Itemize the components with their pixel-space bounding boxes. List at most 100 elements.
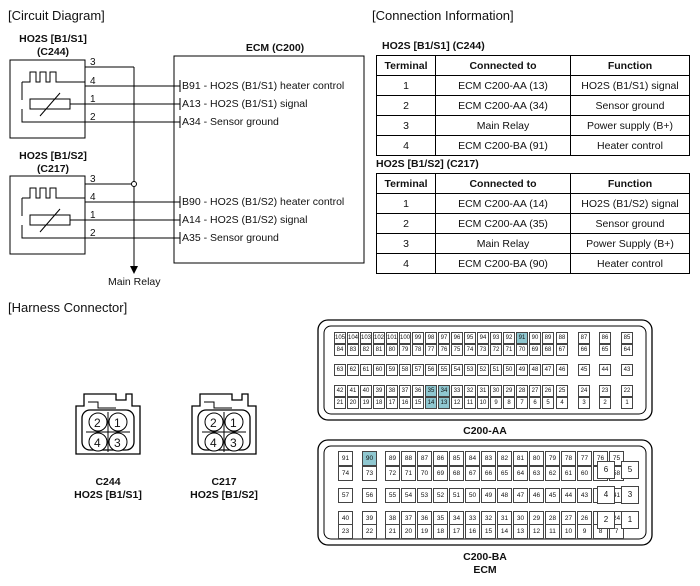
pin-cell: 25 — [556, 385, 568, 397]
pin-cell: 55 — [385, 488, 400, 503]
connection-table-1: Terminal Connected to Function 1 ECM C20… — [376, 55, 690, 156]
s2-pin-2: 2 — [90, 228, 96, 239]
pin-cell: 35 — [425, 385, 437, 397]
pin-cell: 8 — [503, 397, 515, 409]
pin-group: 4 — [556, 397, 568, 409]
pin-cell: 62 — [545, 466, 560, 481]
pin-cell: 44 — [561, 488, 576, 503]
pin-cell: 87 — [417, 451, 432, 466]
pin-cell: 37 — [401, 511, 416, 526]
pin-cell: 79 — [399, 344, 411, 356]
pin-cell: 16 — [465, 524, 480, 539]
pin-cell: 71 — [503, 344, 515, 356]
pin-cell: 97 — [438, 332, 450, 344]
pin-cell: 50 — [503, 364, 515, 376]
pin-cell: 54 — [401, 488, 416, 503]
pin-cell: 81 — [513, 451, 528, 466]
pin-cell: 61 — [360, 364, 372, 376]
pin-cell: 48 — [497, 488, 512, 503]
pin-cell: 74 — [464, 344, 476, 356]
harness-connector-heading: [Harness Connector] — [8, 300, 128, 315]
pin-group: 22 — [621, 385, 633, 397]
pin-cell: 12 — [451, 397, 463, 409]
sensor2-name: HO2S [B1/S2] — [19, 150, 87, 162]
c244-pin: 4 — [94, 436, 101, 450]
c200-ba-code: C200-BA — [463, 551, 507, 563]
s1-pin-4: 4 — [90, 76, 96, 87]
table2-caption: HO2S [B1/S2] (C217) — [376, 158, 479, 170]
pin-group: 2 — [599, 397, 611, 409]
pin-cell: 4 — [556, 397, 568, 409]
table-row: 1 ECM C200-AA (13) HO2S (B1/S1) signal — [376, 75, 690, 96]
pin-cell: 40 — [338, 511, 353, 526]
pin-cell: 55 — [438, 364, 450, 376]
pin-cell: 6 — [597, 461, 615, 479]
ecm-caption: ECM — [473, 564, 497, 576]
connector-c244 — [75, 393, 141, 455]
pin-group: 46 — [556, 364, 568, 376]
table-cell: Main Relay — [435, 115, 571, 136]
table-row: 4 ECM C200-BA (90) Heater control — [376, 253, 690, 274]
pin-cell: 74 — [338, 466, 353, 481]
pin-cell: 80 — [529, 451, 544, 466]
table-cell: Heater control — [570, 135, 690, 156]
pin-group: 40 — [338, 511, 353, 526]
pin-cell: 77 — [577, 451, 592, 466]
pin-cell: 26 — [542, 385, 554, 397]
pin-cell: 13 — [438, 397, 450, 409]
pin-group: 88 — [556, 332, 568, 344]
pin-cell: 65 — [497, 466, 512, 481]
pin-cell: 32 — [464, 385, 476, 397]
s2-pin-1: 1 — [90, 210, 96, 221]
pin-cell: 102 — [373, 332, 385, 344]
pin-cell: 60 — [577, 466, 592, 481]
pin-cell: 96 — [451, 332, 463, 344]
pin-cell: 105 — [334, 332, 346, 344]
pin-cell: 63 — [529, 466, 544, 481]
pin-cell: 104 — [347, 332, 359, 344]
pin-cell: 88 — [556, 332, 568, 344]
pin-cell: 50 — [465, 488, 480, 503]
c217-pin: 1 — [230, 416, 237, 430]
sensor2-label: HO2S [B1/S2] (C217) — [8, 150, 98, 176]
pin-cell: 51 — [449, 488, 464, 503]
table-cell: Power Supply (B+) — [570, 233, 690, 254]
pin-cell: 19 — [417, 524, 432, 539]
connection-info-heading: [Connection Information] — [372, 8, 514, 23]
pin-group: 44 — [599, 364, 611, 376]
pin-cell: 77 — [425, 344, 437, 356]
pin-cell: 16 — [399, 397, 411, 409]
pin-group: 45 — [578, 364, 590, 376]
pin-cell: 85 — [621, 332, 633, 344]
pin-cell: 99 — [412, 332, 424, 344]
pin-cell: 59 — [386, 364, 398, 376]
table1-caption: HO2S [B1/S1] (C244) — [382, 40, 485, 52]
pin-cell: 71 — [401, 466, 416, 481]
ecm-signal-a34: A34 - Sensor ground — [182, 116, 279, 128]
pin-cell: 58 — [399, 364, 411, 376]
pin-cell: 49 — [481, 488, 496, 503]
circuit-diagram-heading: [Circuit Diagram] — [8, 8, 105, 23]
c200-aa-outline — [317, 319, 653, 421]
c200-aa-label: C200-AA — [463, 425, 507, 437]
pin-cell: 53 — [464, 364, 476, 376]
pin-cell: 28 — [516, 385, 528, 397]
pin-cell: 79 — [545, 451, 560, 466]
pin-cell: 61 — [561, 466, 576, 481]
sensor1-heater-icon — [22, 71, 64, 83]
pin-cell: 53 — [417, 488, 432, 503]
pin-cell: 67 — [556, 344, 568, 356]
pin-cell: 78 — [561, 451, 576, 466]
pin-cell: 91 — [338, 451, 353, 466]
pin-cell: 84 — [334, 344, 346, 356]
pin-cell: 2 — [597, 511, 615, 529]
pin-cell: 17 — [386, 397, 398, 409]
pin-cell: 87 — [578, 332, 590, 344]
table-cell: HO2S (B1/S2) signal — [570, 193, 690, 214]
pin-cell: 39 — [373, 385, 385, 397]
pin-cell: 56 — [425, 364, 437, 376]
main-relay-label: Main Relay — [108, 276, 161, 288]
pin-cell: 5 — [621, 461, 639, 479]
